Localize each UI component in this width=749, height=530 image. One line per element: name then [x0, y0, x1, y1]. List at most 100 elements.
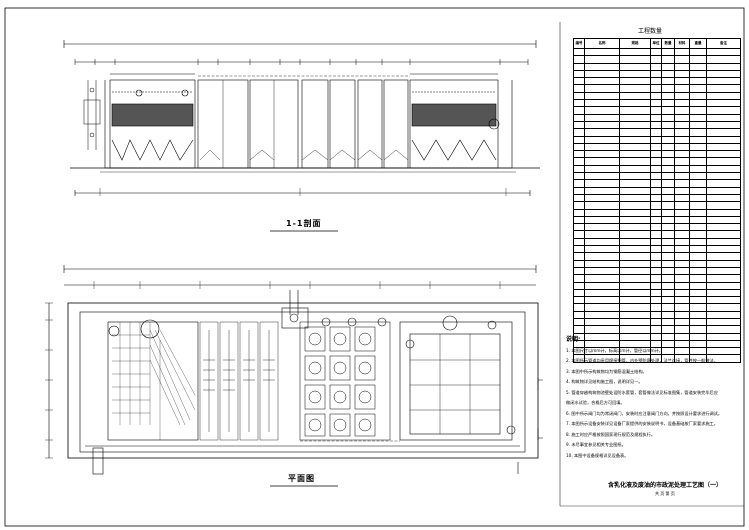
- table-row: [573, 150, 741, 159]
- table-cell: [689, 215, 707, 225]
- table-cell: [650, 84, 662, 93]
- table-cell: [650, 135, 662, 144]
- table-cell: [619, 77, 651, 86]
- table-cell: [650, 296, 662, 305]
- table-cell: [619, 120, 651, 130]
- table-cell: [689, 142, 707, 152]
- table-cell: [661, 164, 675, 174]
- table-cell: [650, 288, 662, 298]
- table-cell: [674, 84, 690, 93]
- table-cell: [573, 128, 585, 137]
- table-cell: [661, 91, 675, 101]
- table-cell: [674, 179, 690, 188]
- table-cell: [584, 135, 620, 144]
- table-header-cell: 单位: [650, 38, 662, 49]
- table-cell: [661, 69, 675, 79]
- table-row: [573, 62, 741, 71]
- table-cell: [584, 288, 620, 298]
- table-cell: [674, 135, 690, 144]
- note-line: 1. 本图尺寸以mm计，标高以m计，管径以mm计。: [566, 347, 663, 353]
- table-cell: [689, 274, 707, 283]
- table-cell: [706, 259, 741, 268]
- table-cell: [573, 259, 585, 268]
- table-cell: [619, 259, 651, 268]
- table-cell: [619, 172, 651, 181]
- table-cell: [689, 62, 707, 71]
- table-cell: [650, 274, 662, 283]
- table-cell: [689, 252, 707, 261]
- table-cell: [584, 120, 620, 130]
- table-cell: [584, 274, 620, 283]
- table-row: [573, 113, 741, 122]
- table-cell: [584, 310, 620, 320]
- table-cell: [706, 120, 741, 130]
- table-cell: [706, 84, 741, 93]
- table-cell: [706, 237, 741, 247]
- table-row: [573, 281, 741, 290]
- table-cell: [689, 84, 707, 93]
- table-cell: [650, 91, 662, 101]
- table-cell: [689, 106, 707, 115]
- table-cell: [619, 193, 651, 203]
- table-cell: [706, 303, 741, 312]
- table-cell: [619, 150, 651, 159]
- table-cell: [573, 186, 585, 195]
- table-cell: [573, 55, 585, 64]
- table-cell: [573, 303, 585, 312]
- table-cell: [573, 208, 585, 217]
- section-1-1-view: [63, 40, 540, 232]
- table-cell: [674, 157, 690, 166]
- table-cell: [573, 201, 585, 210]
- table-cell: [619, 113, 651, 122]
- table-cell: [689, 55, 707, 64]
- table-cell: [650, 106, 662, 115]
- table-cell: [573, 230, 585, 239]
- table-row: [573, 128, 741, 137]
- drawing-border: [4, 7, 745, 527]
- table-cell: [674, 201, 690, 210]
- table-row: [573, 288, 741, 298]
- table-cell: [706, 354, 741, 363]
- note-line: 5. 管道穿越构筑物池壁处设防水套管，套管做法详见标准图集，管道安装完毕后应: [566, 389, 718, 395]
- table-cell: [584, 69, 620, 79]
- table-cell: [584, 317, 620, 327]
- table-cell: [706, 325, 741, 334]
- table-cell: [706, 99, 741, 108]
- table-cell: [650, 259, 662, 268]
- table-cell: [674, 91, 690, 101]
- table-cell: [706, 69, 741, 79]
- table-cell: [706, 135, 741, 144]
- table-header-cell: 数量: [661, 38, 675, 49]
- table-cell: [674, 325, 690, 334]
- table-cell: [661, 135, 675, 144]
- table-cell: [619, 266, 651, 276]
- table-cell: [661, 325, 675, 334]
- table-cell: [689, 77, 707, 86]
- table-cell: [584, 201, 620, 210]
- table-cell: [650, 186, 662, 195]
- table-cell: [674, 186, 690, 195]
- table-cell: [650, 310, 662, 320]
- table-cell: [661, 244, 675, 254]
- table-cell: [619, 201, 651, 210]
- note-line: 4. 构筑物详见结构施工图，说明详见—。: [566, 379, 643, 384]
- table-cell: [689, 150, 707, 159]
- table-cell: [619, 325, 651, 334]
- table-cell: [584, 230, 620, 239]
- table-row: [573, 347, 741, 356]
- table-cell: [584, 266, 620, 276]
- note-line: 8. 施工时应严格按照国家现行规范及规程执行。: [566, 431, 656, 437]
- table-cell: [584, 259, 620, 268]
- table-cell: [650, 252, 662, 261]
- table-row: [573, 120, 741, 130]
- table-cell: [573, 281, 585, 290]
- table-row: [573, 135, 741, 144]
- table-cell: [650, 150, 662, 159]
- table-cell: [584, 179, 620, 188]
- table-cell: [674, 193, 690, 203]
- table-cell: [650, 179, 662, 188]
- table-row: [573, 296, 741, 305]
- table-cell: [674, 55, 690, 64]
- table-cell: [584, 208, 620, 217]
